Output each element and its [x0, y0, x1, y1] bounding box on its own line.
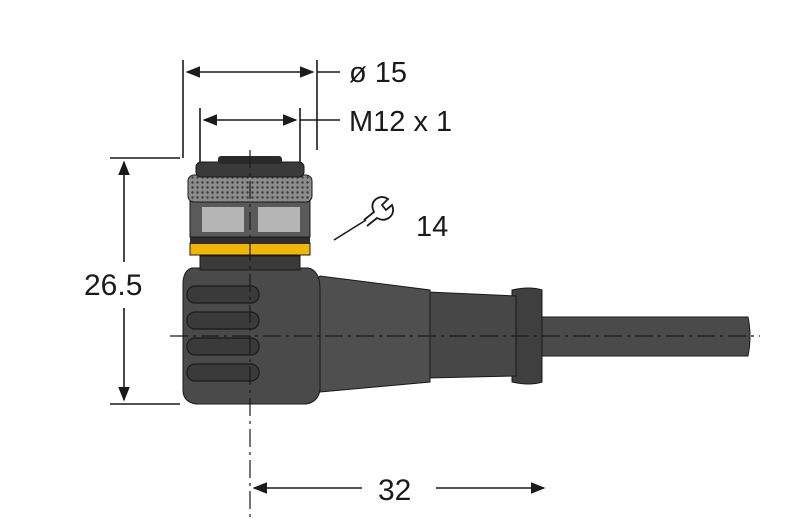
outer-diameter-label: ø 15 — [349, 57, 407, 89]
body-neck — [309, 275, 431, 393]
thread-label: M12 x 1 — [349, 106, 452, 138]
grip-rib — [186, 337, 260, 356]
wrench-size-label: 14 — [416, 211, 448, 243]
nut-flat-left — [202, 207, 244, 232]
dimension-lines — [110, 60, 546, 494]
ring-band — [190, 237, 310, 244]
wrench-icon — [363, 196, 395, 227]
wrench-leader — [333, 219, 367, 241]
grip-ribs — [186, 285, 260, 382]
strain-relief — [427, 291, 517, 379]
grip-rib — [186, 285, 260, 304]
centerlines — [170, 150, 760, 520]
connector — [182, 156, 751, 405]
nut-flat-right — [258, 207, 300, 232]
height-label: 26.5 — [84, 269, 142, 302]
grip-rib — [186, 363, 260, 382]
length-label: 32 — [378, 474, 411, 507]
grip-rib — [186, 311, 260, 330]
